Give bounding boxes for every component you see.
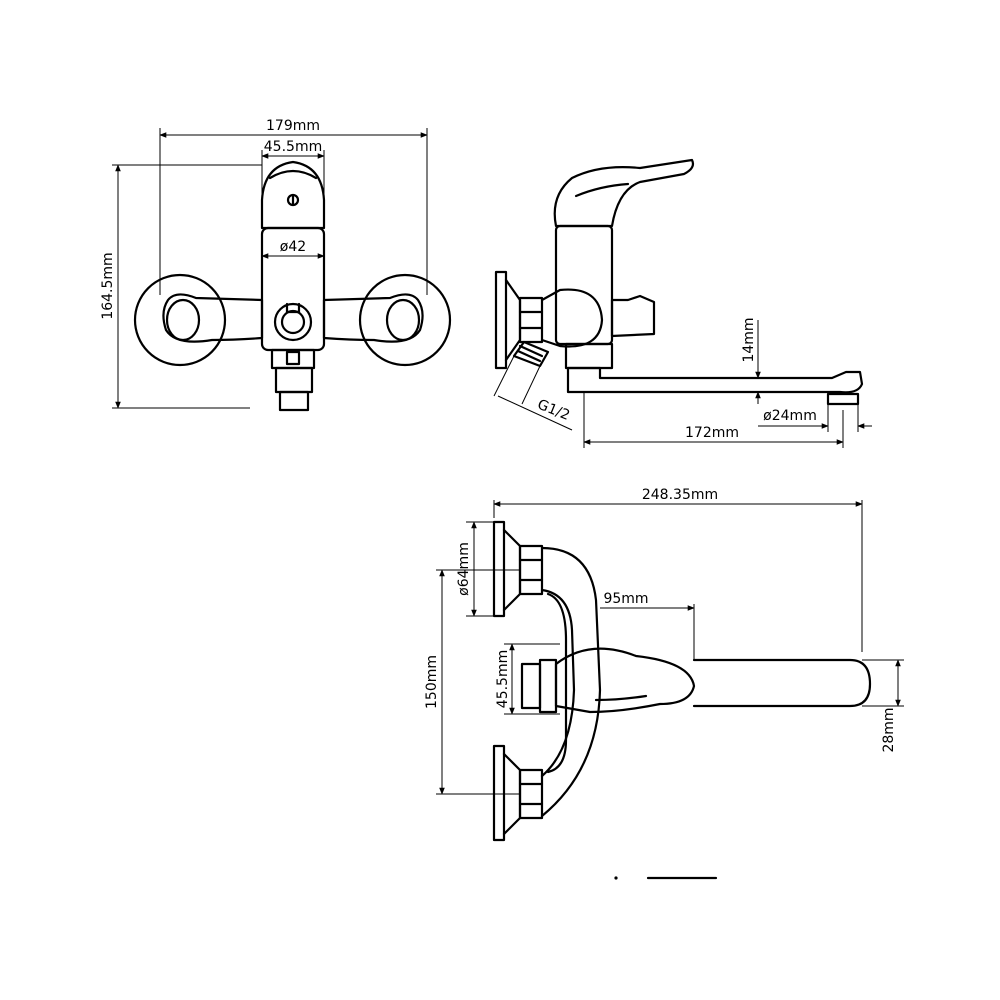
top-lever <box>554 647 696 714</box>
dim-side-thread: G1/2 <box>535 397 572 424</box>
dim-top-spout-width: 28mm <box>881 707 897 752</box>
side-eccentric-nut <box>518 296 544 344</box>
side-lever <box>553 158 695 228</box>
side-wall-flange <box>494 270 508 370</box>
dim-front-body-dia: ø42 <box>280 239 306 255</box>
dim-top-flange-dia: ø64mm <box>456 542 472 596</box>
top-lower-flange <box>492 744 506 842</box>
front-view: 179mm 45.5mm ø42 164.5mm <box>100 118 452 412</box>
dim-front-inlet: 45.5mm <box>264 139 322 155</box>
dim-side-outlet-dia: ø24mm <box>763 408 817 424</box>
side-spout <box>566 366 864 394</box>
dim-front-height: 164.5mm <box>100 252 116 319</box>
bottom-dot-mark <box>614 876 618 880</box>
diverter-knob <box>273 302 313 342</box>
side-aerator <box>826 392 860 406</box>
left-wall-flange <box>133 273 227 367</box>
dim-front-width: 179mm <box>266 118 320 134</box>
left-arm <box>162 293 264 343</box>
side-mixer-body <box>554 224 614 346</box>
dim-side-spout-height: 14mm <box>741 317 757 362</box>
top-spout <box>692 658 872 708</box>
right-arm <box>322 293 424 343</box>
side-view: 14mm G1/2 ø24mm 172mm <box>493 158 872 448</box>
dim-top-center-distance: 150mm <box>424 655 440 709</box>
top-upper-flange <box>492 520 506 618</box>
side-diverter <box>610 294 656 338</box>
top-view: 248.35mm ø64mm 95mm 150mm 45.5mm 28mm <box>424 487 904 842</box>
dim-top-total-length: 248.35mm <box>642 487 718 503</box>
top-body <box>538 658 558 714</box>
dim-top-handle-offset: 95mm <box>603 591 648 607</box>
lever-cap <box>260 160 326 230</box>
top-connecting-arm-outer <box>540 546 602 818</box>
dim-top-inlet: 45.5mm <box>495 650 511 708</box>
dim-side-spout-length: 172mm <box>685 425 739 441</box>
right-wall-flange <box>358 273 452 367</box>
